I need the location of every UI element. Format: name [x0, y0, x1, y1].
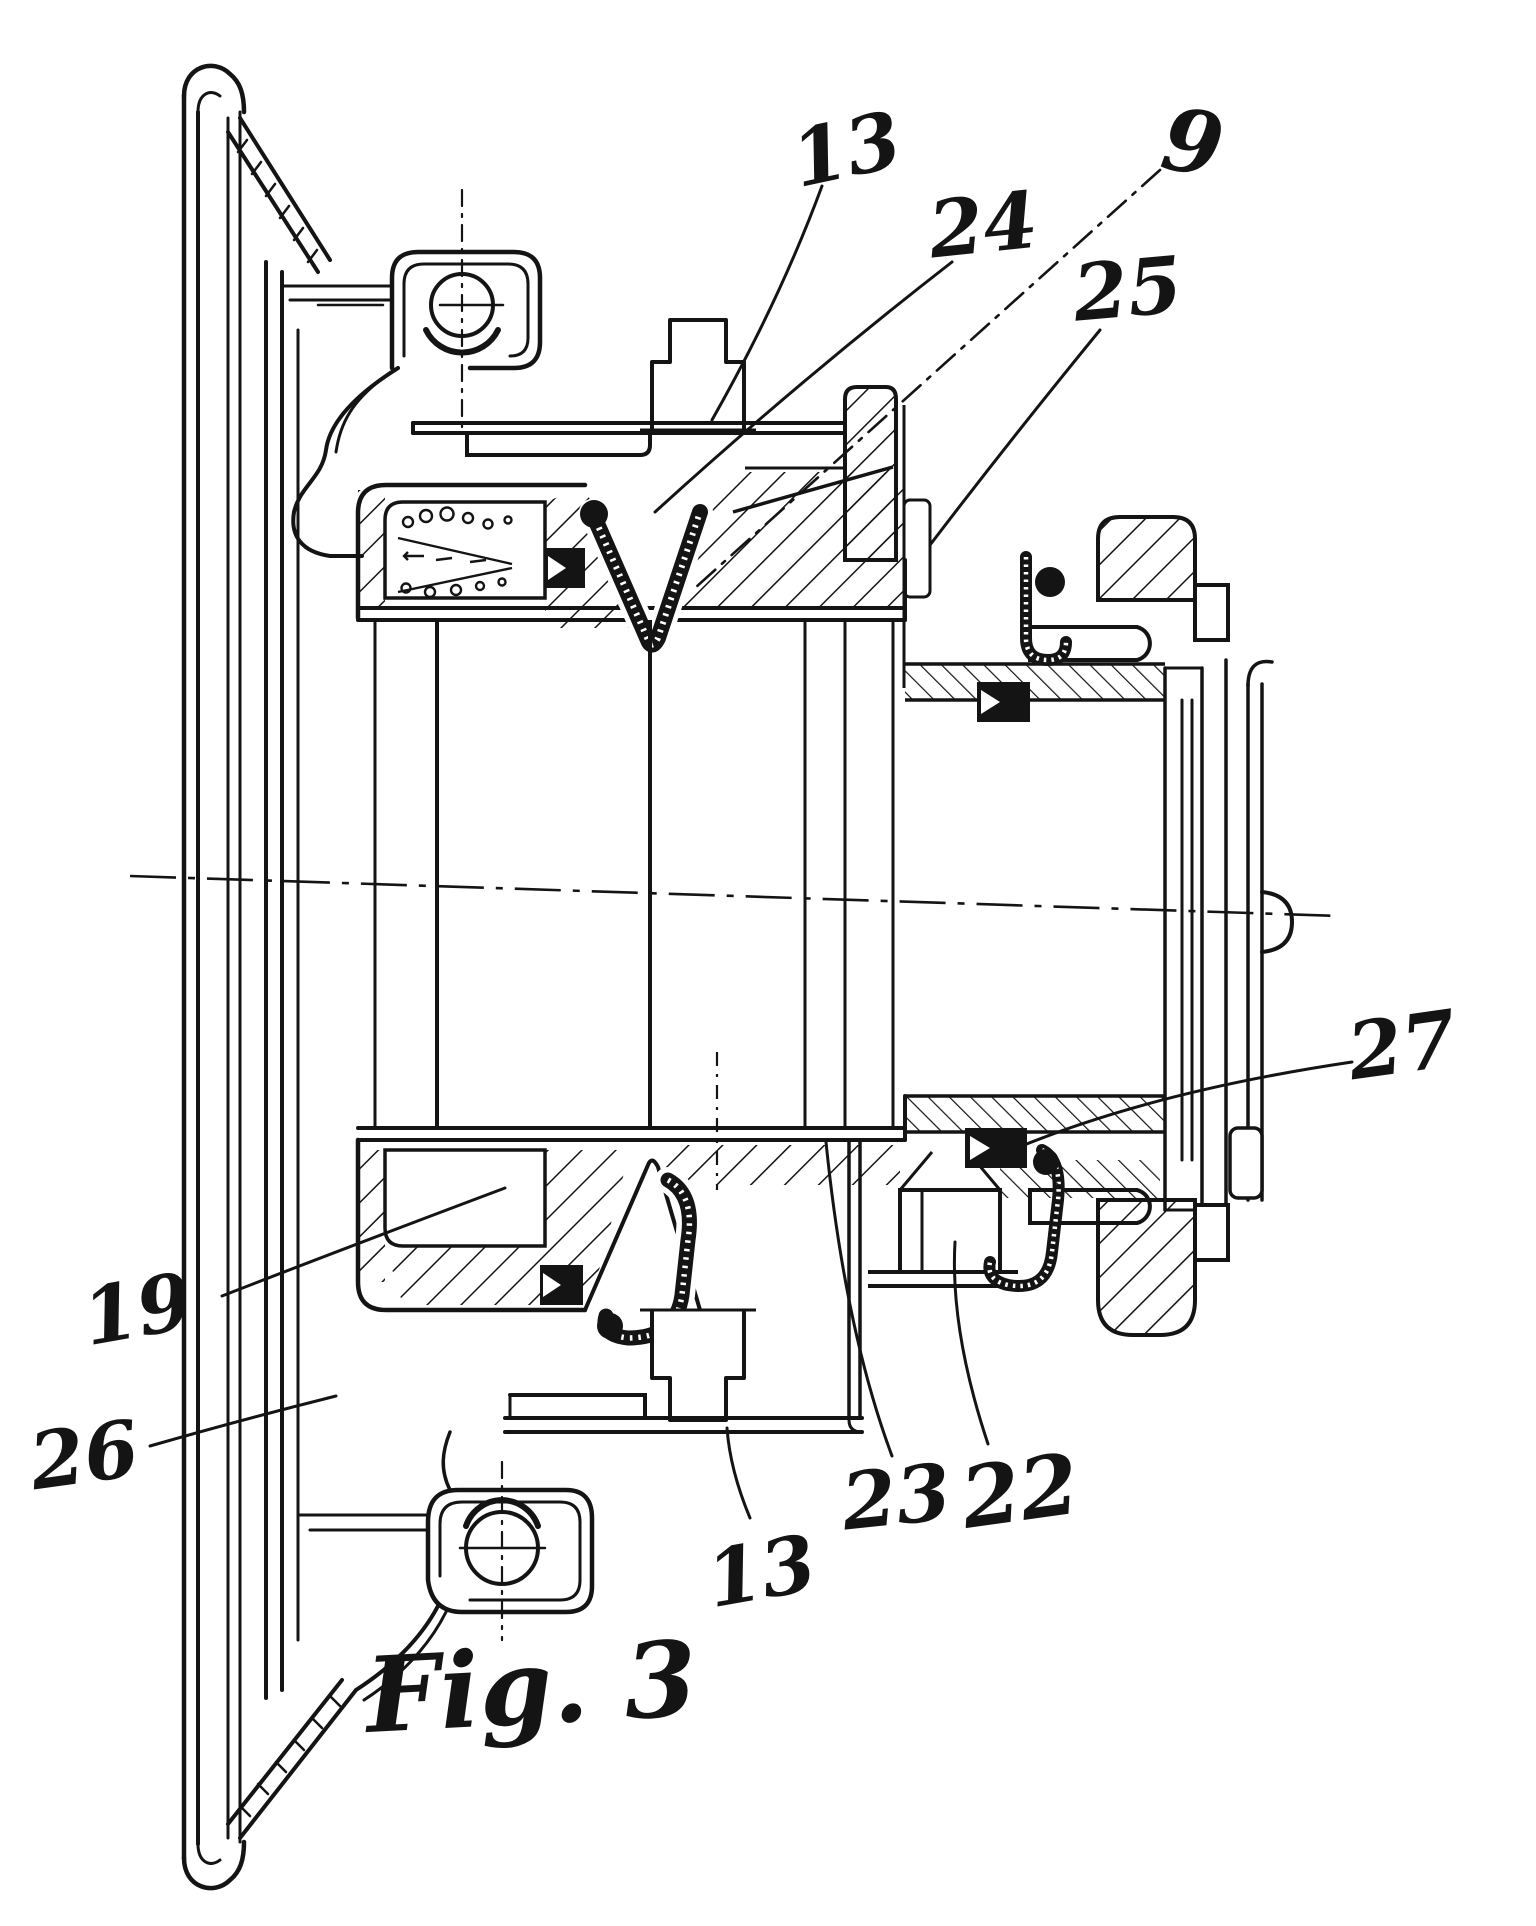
lower-hub-hatch-mid2: [385, 1246, 545, 1305]
bottom-strap-diagonal-inner: [362, 1610, 448, 1702]
seal-square-lower-right-notch: [970, 1136, 990, 1160]
column-pilot-bump: [1260, 890, 1295, 954]
disc-top-curl: [181, 63, 247, 115]
thin-clip-plate: [847, 1140, 862, 1420]
lip-seal-bottom-stipple: [987, 1147, 1061, 1289]
column-top-round: [1246, 659, 1274, 688]
bottom-bearing-ties: [296, 1513, 430, 1532]
seal-square-lower-left-notch: [543, 1273, 561, 1297]
top-rail-plate: [465, 431, 652, 457]
ref-label-13-top: 13: [784, 94, 909, 206]
bottom-strap-up-link: [441, 1430, 452, 1492]
clamp-bolt-head: [898, 1188, 1002, 1274]
sleeve-nose-tower: [640, 318, 756, 432]
top-bearing: [280, 188, 543, 558]
cone-bottom-inner: [226, 1678, 344, 1826]
v-seal-upper-bead: [580, 500, 608, 528]
ref-label-24: 24: [924, 175, 1042, 277]
top-bearing-housing-inner: [402, 262, 530, 358]
right-flange-assembly: [905, 515, 1295, 1337]
ref-label-26: 26: [23, 1403, 144, 1508]
right-bottom-foot: [1096, 1198, 1197, 1337]
ref-label-25: 25: [1069, 240, 1186, 340]
cone-top-inner: [226, 130, 320, 274]
lower-hub-hatch-right: [660, 1145, 900, 1185]
figure-caption: Fig. 3: [360, 1617, 700, 1757]
leader-line-27: [1010, 1060, 1354, 1152]
leader-line-22: [952, 1240, 990, 1446]
right-bottom-band: [1000, 1160, 1160, 1198]
right-bottom-block: [1228, 1126, 1264, 1200]
left-flange-disc: [181, 63, 358, 1891]
right-top-step: [1193, 583, 1230, 642]
j-seal-lower-bead: [597, 1313, 623, 1339]
upper-hub-hatch-left: [358, 490, 385, 608]
lower-tower: [650, 1310, 746, 1422]
v-seal-upper-stipple: [589, 510, 703, 648]
seal-square-upper-right-notch: [981, 690, 1000, 714]
leader-line-9: [693, 168, 1162, 590]
bottom-bearing-housing-inner: [438, 1500, 582, 1602]
disc-bottom-curl: [181, 1839, 247, 1891]
lower-v-channel: [583, 1158, 702, 1312]
spring-cavity: [383, 500, 547, 600]
leader-lines: [148, 168, 1354, 1520]
cone-top-outer: [238, 116, 332, 262]
cone-top-hatch: [236, 138, 319, 264]
hub-cavity-19: [383, 1148, 547, 1248]
sleeve-band-bottom: [905, 1096, 1165, 1132]
bottom-rail-13: [503, 1393, 864, 1434]
lower-hub-block: [355, 1094, 1018, 1434]
ref-label-22: 22: [954, 1434, 1085, 1548]
top-strap-s-curve-inner: [334, 374, 388, 454]
leader-line-25: [928, 328, 1102, 547]
ref-label-27: 27: [1341, 993, 1462, 1098]
leader-line-19: [220, 1186, 507, 1298]
leader-line-23: [824, 1140, 894, 1458]
lower-hub-hatch-left: [358, 1150, 385, 1282]
top-rail-13: [411, 421, 847, 457]
bottom-bearing-housing-outer: [425, 1487, 595, 1615]
bottom-strap-diagonal: [354, 1604, 440, 1692]
lip-seal-top-bead: [1035, 567, 1065, 597]
top-bearing-housing-outer: [389, 249, 543, 371]
ref-label-9: 9: [1155, 88, 1230, 197]
lower-hub-outline-left: [355, 1137, 588, 1313]
sleeve-band-top: [905, 664, 1165, 700]
tower-outline: [650, 318, 746, 430]
ref-label-23: 23: [837, 1447, 955, 1549]
right-top-cap: [1096, 515, 1197, 602]
leader-line-24: [653, 260, 954, 514]
right-bottom-step: [1193, 1203, 1230, 1262]
hub-chamfer-line: [732, 465, 894, 514]
ref-label-13-bottom: 13: [700, 1518, 823, 1626]
top-strap-s-curve: [291, 366, 400, 558]
bottom-bearing: [296, 1430, 595, 1702]
bottom-rail-plate: [508, 1393, 647, 1420]
leader-line-13-bottom: [725, 1426, 752, 1520]
top-bearing-strap-curl: [423, 327, 501, 356]
upper-hub-block: [355, 385, 932, 688]
reference-numerals: 13 24 9 25 27 19 26 13 23 22: [23, 88, 1462, 1626]
damper-spring-specks: [397, 506, 513, 599]
shaft-region: [373, 620, 895, 1190]
seal-square-upper-left-notch: [548, 556, 566, 580]
main-centerline: [129, 874, 1341, 918]
upper-hub-outline-left: [355, 482, 588, 621]
leader-line-26: [148, 1394, 338, 1448]
cone-bottom-hatch: [238, 1694, 342, 1818]
retainer-tab: [902, 498, 932, 599]
disc-bottom-curl-inner: [196, 1842, 222, 1865]
cone-bottom-outer: [238, 1688, 358, 1840]
disc-top-curl-inner: [196, 91, 222, 114]
sleeve-band-bottom-lines: [905, 1094, 1165, 1134]
sleeve-band-top-lines: [905, 662, 1165, 702]
lip-seal-top-stipple: [1023, 557, 1069, 663]
ref-label-19: 19: [76, 1256, 199, 1364]
leader-line-13-top: [710, 184, 824, 422]
